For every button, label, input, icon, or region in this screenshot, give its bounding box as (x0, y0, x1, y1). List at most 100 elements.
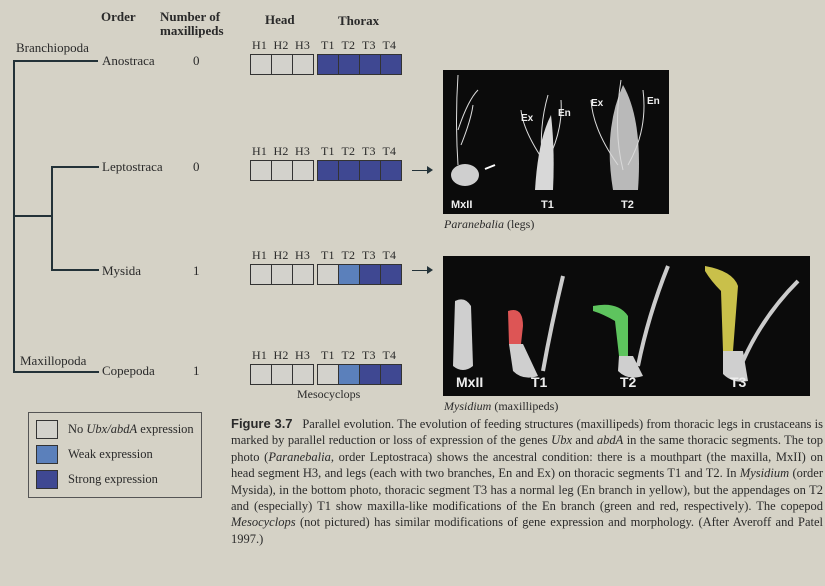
segment-label: T4 (382, 144, 397, 158)
segment-label: T2 (341, 348, 356, 362)
segment-weak (339, 365, 360, 384)
label-t2: T2 (621, 199, 634, 211)
species-label: Mesocyclops (297, 387, 361, 401)
expression-boxes (250, 364, 402, 385)
segment-label: H3 (295, 348, 311, 362)
maxilliped-count: 1 (193, 363, 200, 378)
segment-none (251, 161, 272, 180)
order-mysida: Mysida (102, 263, 141, 278)
legend-swatch-weak (36, 445, 58, 464)
segment-none (293, 265, 313, 284)
photo-mysidium: MxII T1 T2 T3 (443, 256, 810, 396)
segment-label: T3 (362, 38, 376, 52)
order-anostraca: Anostraca (102, 53, 155, 68)
legend-swatch-none (36, 420, 58, 439)
segment-strong (360, 55, 381, 74)
segment-strong (339, 55, 360, 74)
tree-branch-copepoda (13, 371, 99, 373)
segment-label: H2 (273, 248, 289, 262)
segment-none (318, 365, 339, 384)
segment-strong (381, 265, 401, 284)
segment-none (251, 55, 272, 74)
tree-branch-mysida (51, 269, 99, 271)
label-mxii: MxII (451, 199, 473, 211)
segment-none (293, 161, 313, 180)
paranebalia-appendages-image (451, 74, 645, 190)
thorax-segments (317, 160, 402, 181)
head-segments (250, 54, 314, 75)
segment-strong (360, 365, 381, 384)
segment-label: H3 (295, 248, 311, 262)
segment-none (251, 265, 272, 284)
order-leptostraca: Leptostraca (102, 159, 163, 174)
segment-label: H1 (252, 248, 268, 262)
segment-none (251, 365, 272, 384)
segment-none (272, 365, 293, 384)
caption-mysidium: Mysidium (maxillipeds) (444, 399, 559, 413)
segment-strong (381, 161, 401, 180)
thorax-segments (317, 54, 402, 75)
segment-label: T2 (341, 248, 356, 262)
maxilliped-count: 1 (193, 263, 200, 278)
segment-strong (381, 365, 401, 384)
segment-strong (318, 55, 339, 74)
segment-label: H3 (295, 144, 311, 158)
legend-item-none: No Ubx/abdA expression (36, 420, 194, 439)
head-segments (250, 364, 314, 385)
maxilliped-count: 0 (193, 53, 200, 68)
mysidium-appendages-image (453, 265, 800, 382)
label-ex: Ex (521, 113, 534, 124)
photo-paranebalia: Ex En Ex En MxII T1 T2 (443, 70, 669, 214)
tree-branch-leptostraca (51, 166, 99, 168)
legend: No Ubx/abdA expression Weak expression S… (28, 412, 202, 498)
segment-label: H2 (273, 144, 289, 158)
expression-boxes (250, 54, 402, 75)
label-t3: T3 (730, 374, 747, 390)
tree-inner-vertical (51, 166, 53, 271)
arrowhead-icon (427, 266, 433, 274)
segment-label: T3 (362, 144, 376, 158)
expression-boxes (250, 264, 402, 285)
header-number-maxillipeds: Number of maxillipeds (160, 9, 224, 38)
segment-strong (360, 161, 381, 180)
legend-swatch-strong (36, 470, 58, 489)
segment-none (272, 161, 293, 180)
segment-none (293, 55, 313, 74)
segment-label: H2 (273, 348, 289, 362)
segment-label: T2 (341, 38, 356, 52)
label-t1: T1 (541, 199, 554, 211)
segment-label: H1 (252, 348, 268, 362)
expression-boxes (250, 160, 402, 181)
segment-label: T1 (321, 38, 335, 52)
legend-item-weak: Weak expression (36, 445, 153, 464)
clade-branchiopoda: Branchiopoda (16, 40, 89, 55)
segment-strong (360, 265, 381, 284)
caption-paranebalia: Paranebalia (legs) (444, 217, 535, 231)
segment-none (272, 55, 293, 74)
segment-label: T4 (382, 38, 397, 52)
label-mxii: MxII (456, 374, 484, 390)
header-head: Head (265, 12, 295, 27)
thorax-segments (317, 264, 402, 285)
head-segments (250, 264, 314, 285)
segment-strong (381, 55, 401, 74)
segment-none (318, 265, 339, 284)
segment-label: H2 (273, 38, 289, 52)
segment-label: T1 (321, 248, 335, 262)
header-order: Order (101, 9, 136, 24)
segment-none (293, 365, 313, 384)
tree-branch-inner (13, 215, 53, 217)
legend-item-strong: Strong expression (36, 470, 158, 489)
segment-label: H3 (295, 38, 311, 52)
label-en: En (647, 96, 660, 107)
segment-none (272, 265, 293, 284)
thorax-segments (317, 364, 402, 385)
segment-label: T2 (341, 144, 356, 158)
segment-label: T3 (362, 348, 376, 362)
arrowhead-icon (427, 166, 433, 174)
segment-weak (339, 265, 360, 284)
label-en: En (558, 108, 571, 119)
segment-label: T1 (321, 144, 335, 158)
order-copepoda: Copepoda (102, 363, 155, 378)
segment-label: H1 (252, 38, 268, 52)
